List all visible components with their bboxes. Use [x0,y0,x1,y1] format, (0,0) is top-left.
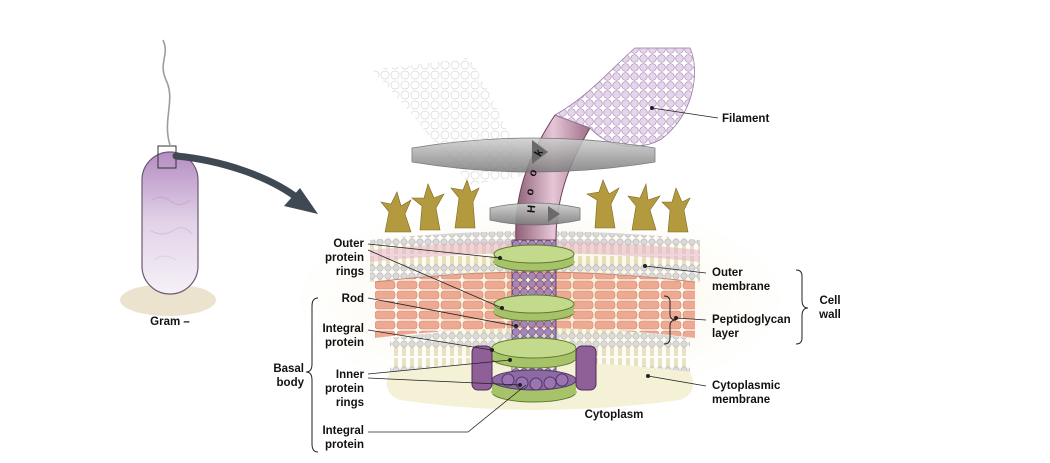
cell-wall-line-2: wall [819,309,841,321]
rod-label: Rod [341,293,364,305]
outer-protein-rings-label: Outer protein rings [300,237,364,279]
integral-protein-1-line-1: Integral [322,323,364,335]
outer-protein-rings-line-2: protein [325,252,364,264]
integral-protein-art [471,345,597,391]
basal-body-label: Basal body [260,362,304,390]
inner-protein-rings-line-1: Inner [335,369,364,381]
leader-lines [367,106,719,433]
hook-letter-h: H [525,204,539,214]
zoom-arrow [172,152,318,214]
inner-protein-rings-line-3: rings [335,397,364,409]
inner-protein-rings-line-2: protein [325,383,364,395]
outer-membrane-label: Outer membrane [712,266,770,294]
basal-body-line-2: body [276,377,304,389]
peptidoglycan-line-2: layer [712,328,739,340]
lps-art [380,179,691,233]
cell-wall-label: Cell wall [810,294,850,322]
cytoplasm-label: Cytoplasm [584,409,644,421]
inner-protein-rings-label: Inner protein rings [300,368,364,410]
outer-membrane-line-1: Outer [712,267,743,279]
filament-label: Filament [722,113,770,125]
cytoplasmic-membrane-label: Cytoplasmic membrane [712,379,780,407]
integral-protein-2-line-2: protein [325,439,364,451]
peptidoglycan-layer-label: Peptidoglycan layer [712,313,791,341]
peptidoglycan-line-1: Peptidoglycan [712,314,791,326]
integral-protein-label-1: Integral protein [300,322,364,350]
bacterium-illustration [120,39,216,316]
outer-protein-rings-line-3: rings [335,266,364,278]
integral-protein-label-2: Integral protein [300,424,364,452]
basal-rings [491,244,577,403]
outer-membrane-line-2: membrane [712,281,771,293]
gram-negative-label: Gram – [150,316,190,328]
integral-protein-2-line-1: Integral [322,425,364,437]
integral-protein-1-line-2: protein [325,337,364,349]
rotation-arrows [411,137,656,226]
outer-protein-rings-line-1: Outer [333,238,364,250]
cytoplasmic-membrane-line-2: membrane [712,394,771,406]
basal-body-line-1: Basal [273,363,304,375]
cytoplasmic-membrane-line-1: Cytoplasmic [712,380,781,392]
cell-wall-line-1: Cell [819,295,841,307]
braces [305,269,809,453]
